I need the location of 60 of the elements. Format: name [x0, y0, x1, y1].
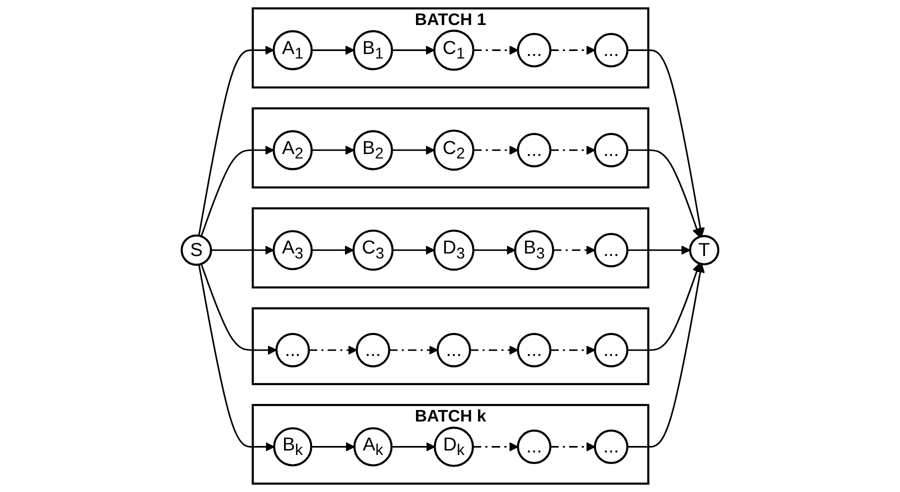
node-circle: ...	[594, 430, 628, 464]
node-circle: ...	[356, 332, 390, 368]
arrow	[627, 149, 702, 238]
node-circle: ...	[516, 32, 552, 68]
arrow	[550, 346, 596, 355]
arrow	[198, 264, 275, 452]
arrow	[392, 442, 436, 452]
node-circle: ...	[516, 430, 552, 464]
cluster	[252, 207, 650, 288]
arrow	[312, 46, 354, 55]
arrow	[473, 146, 518, 155]
node-circle: ...	[436, 332, 472, 368]
arrow	[308, 346, 358, 355]
node-circle: C$_{2}$	[433, 130, 474, 171]
arrow	[473, 246, 516, 255]
node-circle: B$_{2}$	[352, 130, 394, 170]
node-circle: A$_{2}$	[272, 130, 313, 170]
node-circle: ...	[516, 332, 552, 368]
arrow	[550, 442, 596, 452]
node-circle: B$_{1}$	[352, 30, 394, 70]
node-circle: T	[689, 234, 720, 266]
arrow	[392, 46, 435, 55]
arrow	[472, 442, 518, 452]
arrow	[553, 246, 596, 255]
node-circle: A$_{1}$	[272, 30, 313, 70]
node-circle: A$_{k}$	[353, 427, 393, 466]
node-circle: D$_{3}$	[433, 230, 474, 271]
node-circle: S	[180, 234, 212, 266]
node-circle: C$_{1}$	[433, 30, 474, 71]
node-circle: ...	[594, 232, 628, 268]
node-circle: B$_{3}$	[514, 230, 554, 270]
arrow	[312, 146, 354, 155]
arrow	[312, 246, 354, 255]
node-circle: ...	[594, 332, 628, 368]
arrow	[627, 264, 705, 448]
arrow	[311, 442, 355, 452]
arrow	[627, 49, 705, 237]
cluster	[252, 107, 650, 188]
node-circle: ...	[275, 332, 310, 368]
arrow	[473, 46, 518, 55]
arrow	[550, 46, 596, 55]
node-circle: ...	[594, 132, 628, 168]
node-circle: D$_{k}$	[434, 426, 474, 467]
cluster	[252, 307, 650, 386]
arrow	[627, 246, 690, 255]
arrow	[550, 146, 596, 155]
arrow	[470, 346, 518, 355]
arrow	[392, 146, 435, 155]
arrow	[200, 264, 277, 355]
node-circle: A$_{3}$	[272, 230, 313, 270]
node-circle: C$_{3}$	[352, 230, 394, 271]
arrow	[200, 146, 274, 237]
node-circle: ...	[516, 132, 552, 168]
arrow	[627, 263, 702, 351]
arrow	[389, 346, 438, 355]
arrow	[210, 246, 274, 255]
arrow	[198, 46, 274, 236]
node-circle: ...	[594, 32, 628, 68]
arrow	[392, 246, 435, 255]
node-circle: B$_{k}$	[273, 427, 312, 466]
